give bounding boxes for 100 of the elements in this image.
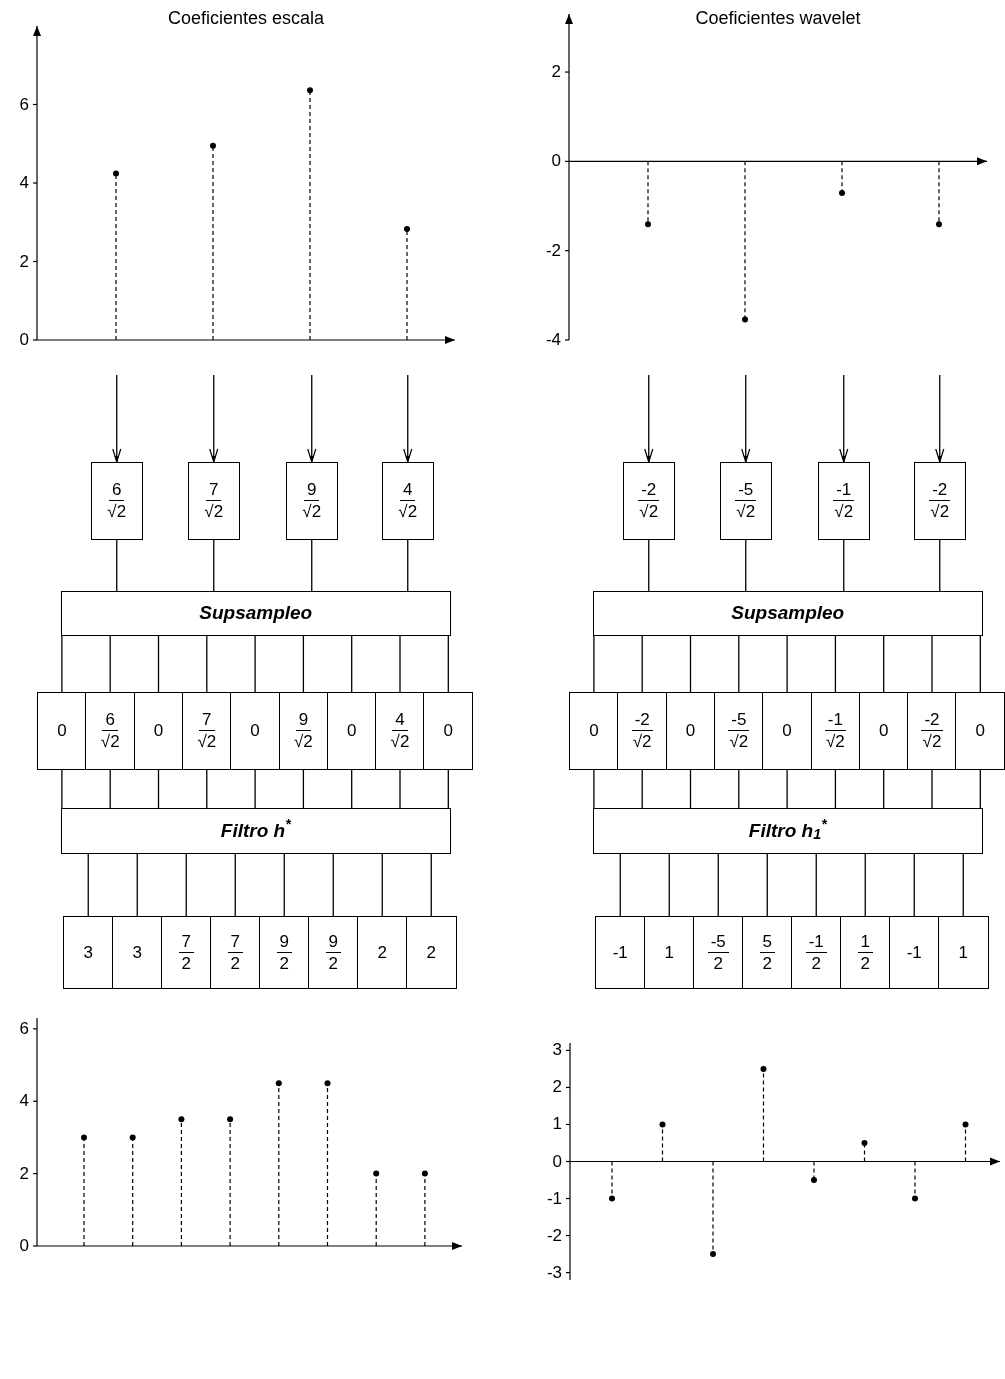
output-cell: 2 bbox=[406, 916, 457, 989]
point bbox=[421, 1170, 428, 1177]
fraction-numerator: 4 bbox=[392, 711, 408, 732]
arrow bbox=[403, 374, 413, 463]
connector-line bbox=[302, 634, 305, 693]
point bbox=[710, 1251, 716, 1258]
connector-line bbox=[206, 768, 208, 809]
connector-line bbox=[619, 852, 621, 917]
fraction-numerator: 7 bbox=[206, 481, 222, 502]
fraction-numerator: 6 bbox=[109, 481, 125, 502]
sample-cell: 0 bbox=[762, 692, 812, 770]
connector-line bbox=[939, 538, 941, 592]
tick-label: -2 bbox=[544, 241, 561, 260]
tick-label: 2 bbox=[18, 252, 29, 271]
connector-line bbox=[116, 538, 118, 592]
sample-cell: 0 bbox=[37, 692, 87, 770]
point bbox=[912, 1195, 918, 1202]
arrow bbox=[112, 374, 122, 463]
output-cell bbox=[259, 916, 310, 989]
sample-cell: 0 bbox=[569, 692, 619, 770]
tick-label: 2 bbox=[18, 1164, 29, 1183]
fraction-numerator: 9 bbox=[325, 932, 341, 953]
connector-line bbox=[136, 852, 138, 917]
fraction-denominator: √2 bbox=[736, 501, 756, 521]
tick-label: -1 bbox=[545, 1189, 562, 1208]
output-cell: 3 bbox=[112, 916, 163, 989]
fraction-numerator: 4 bbox=[400, 481, 416, 502]
connector-line bbox=[834, 634, 837, 693]
fraction-denominator: √2 bbox=[197, 731, 217, 751]
chart-title: Coeficientes escala bbox=[166, 8, 326, 28]
tick-label: 4 bbox=[18, 174, 29, 192]
sample-cell: 0 bbox=[423, 692, 474, 770]
fraction-numerator: 7 bbox=[199, 711, 215, 732]
connector-line bbox=[883, 634, 885, 693]
connector-line bbox=[157, 634, 160, 693]
point bbox=[962, 1121, 969, 1128]
fraction-denominator: √2 bbox=[834, 501, 854, 521]
fraction-numerator: -2 bbox=[929, 481, 951, 502]
connector-line bbox=[815, 852, 817, 917]
arrow bbox=[935, 374, 945, 463]
connector-line bbox=[109, 768, 111, 809]
tick-label: 2 bbox=[550, 63, 561, 82]
coefficient-box bbox=[720, 462, 772, 540]
connector-line bbox=[254, 768, 256, 809]
connector-line bbox=[979, 634, 981, 693]
connector-line bbox=[311, 538, 313, 592]
fraction-numerator: -5 bbox=[707, 932, 729, 953]
output-cell bbox=[791, 916, 842, 989]
point bbox=[307, 87, 313, 94]
connector-line bbox=[185, 852, 187, 917]
point bbox=[81, 1134, 87, 1141]
sample-cell: 0 bbox=[955, 692, 1005, 770]
fraction-numerator: 9 bbox=[295, 711, 312, 732]
fraction-numerator: 9 bbox=[304, 481, 320, 502]
point bbox=[609, 1195, 615, 1202]
tick-label: 3 bbox=[551, 1041, 562, 1060]
tick-label: 6 bbox=[18, 1019, 29, 1038]
point bbox=[659, 1121, 666, 1128]
fraction-numerator: 7 bbox=[227, 932, 243, 953]
fraction-denominator: √2 bbox=[930, 501, 950, 521]
fraction-denominator: √2 bbox=[204, 501, 224, 521]
fraction-denominator: √2 bbox=[100, 731, 120, 751]
connector-line bbox=[407, 538, 409, 592]
connector-line bbox=[399, 634, 401, 693]
point bbox=[324, 1080, 331, 1087]
connector-line bbox=[234, 852, 236, 917]
connector-line bbox=[87, 852, 89, 917]
connector-line bbox=[109, 634, 111, 693]
connector-line bbox=[206, 634, 208, 693]
coefficient-box bbox=[91, 462, 143, 540]
output-cell: 1 bbox=[938, 916, 989, 989]
connector-line bbox=[283, 852, 285, 917]
fraction-numerator: 6 bbox=[102, 711, 118, 732]
upsampling-block: Supsampleo bbox=[61, 591, 451, 636]
coefficient-box bbox=[382, 462, 434, 540]
fraction-numerator: -2 bbox=[631, 711, 653, 732]
fraction-denominator: 2 bbox=[811, 952, 821, 972]
connector-line bbox=[913, 852, 915, 917]
sample-cell bbox=[617, 692, 668, 770]
connector-line bbox=[766, 852, 768, 917]
fraction-denominator: √2 bbox=[639, 501, 659, 521]
fraction-denominator: √2 bbox=[632, 731, 652, 751]
connector-line bbox=[786, 634, 788, 693]
output-cell bbox=[161, 916, 212, 989]
connector-line bbox=[962, 852, 964, 917]
coefficient-box bbox=[188, 462, 240, 540]
connector-line bbox=[738, 634, 740, 693]
fraction-numerator: -1 bbox=[833, 481, 855, 502]
coefficient-box bbox=[623, 462, 675, 540]
connector-line bbox=[717, 852, 719, 917]
connector-line bbox=[593, 634, 595, 693]
connector-line bbox=[979, 768, 981, 809]
arrow bbox=[741, 374, 751, 463]
point bbox=[129, 1134, 136, 1141]
fraction-numerator: 9 bbox=[276, 932, 292, 953]
tick-label: 6 bbox=[18, 95, 29, 114]
connector-line bbox=[351, 634, 353, 693]
connector-line bbox=[447, 768, 449, 809]
point bbox=[811, 1177, 817, 1184]
sample-cell: 0 bbox=[133, 692, 184, 770]
